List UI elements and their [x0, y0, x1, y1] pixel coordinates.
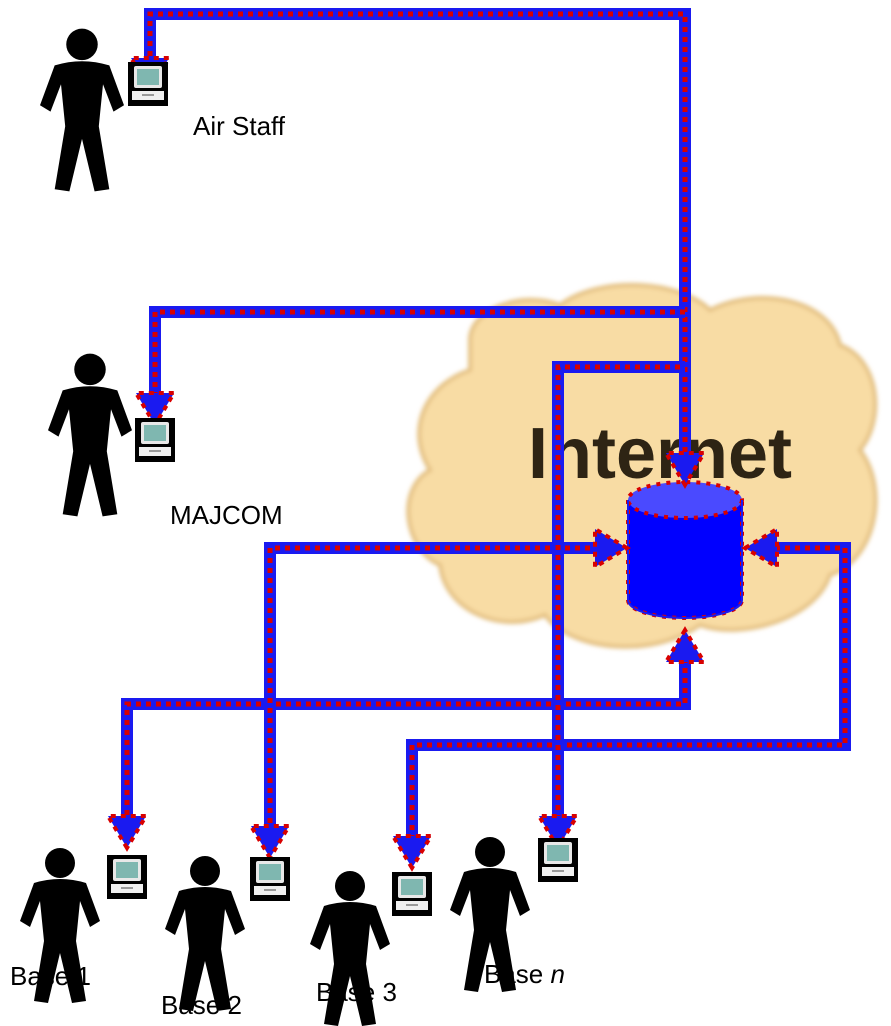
pipe-base-1-pattern: [124, 648, 688, 820]
label-majcom: MAJCOM: [170, 500, 283, 530]
arrow-icon: [593, 525, 631, 571]
person-icon: [48, 353, 132, 517]
label-base-3: Base 3: [316, 977, 397, 1007]
arrow-icon: [104, 814, 150, 852]
arrow-icon: [741, 525, 779, 571]
label-base-n: Base n: [484, 961, 565, 987]
connection-pipes: [121, 8, 851, 840]
arrow-icon: [247, 824, 293, 862]
computer-icon: [135, 418, 175, 462]
database-icon: [626, 480, 744, 620]
pipe-base-2-pattern: [267, 545, 600, 830]
computer-icon: [250, 857, 290, 901]
computer-icon: [538, 838, 578, 882]
arrow-icon: [662, 451, 708, 489]
pipe-air-staff-pattern: [147, 11, 688, 462]
label-base-2: Base 2: [161, 990, 242, 1020]
arrow-icon: [535, 814, 581, 852]
person-base-2: [165, 856, 290, 1011]
cloud-label: Internet: [528, 414, 792, 494]
pipe-majcom-pattern: [152, 309, 685, 405]
label-base-n-italic: n: [550, 959, 565, 989]
computer-icon: [128, 62, 168, 106]
arrow-icon: [389, 834, 435, 872]
computer-icon: [107, 855, 147, 899]
label-base-1: Base 1: [10, 961, 91, 991]
person-icon: [165, 856, 245, 1011]
arrow-heads: [104, 56, 779, 872]
pipe-base-n-pattern: [555, 364, 685, 820]
computer-icon: [392, 872, 432, 916]
internet-cloud: Internet: [406, 282, 878, 649]
person-icon: [40, 28, 124, 192]
label-base-n-prefix: Base: [484, 959, 551, 989]
arrow-icon: [662, 626, 708, 664]
pipe-base-3-pattern: [409, 545, 848, 840]
label-air-staff: Air Staff: [193, 111, 286, 141]
arrow-icon: [132, 391, 178, 429]
